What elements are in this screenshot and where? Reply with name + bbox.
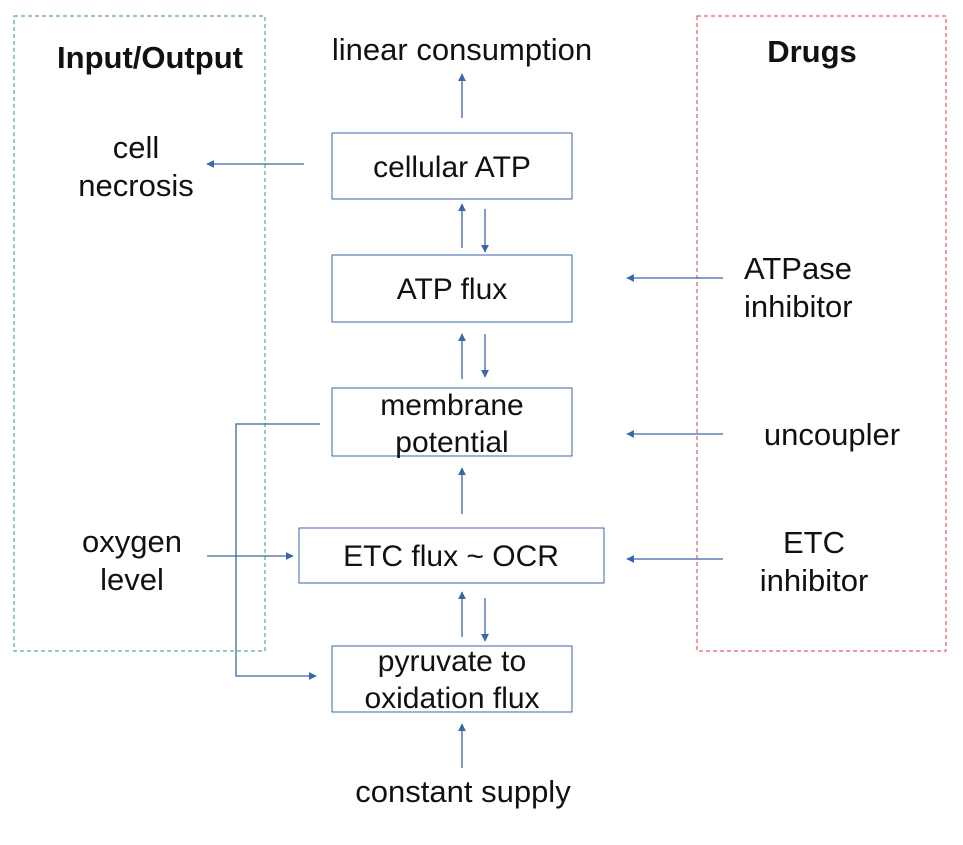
etc-flux-label: ETC flux ~ OCR <box>343 540 559 573</box>
oxygen-level-line2: level <box>100 562 164 597</box>
pyruvate-flux-line1: pyruvate to <box>378 645 526 678</box>
pyruvate-flux-box <box>331 645 573 713</box>
atp-flux-box <box>331 254 573 323</box>
membrane-potential-line2: potential <box>395 426 508 459</box>
cellular-atp-box <box>331 132 573 200</box>
arrow-membrane-to-pyruvate <box>235 423 320 680</box>
linear-consumption-label: linear consumption <box>332 32 592 67</box>
uncoupler-label: uncoupler <box>764 417 900 452</box>
atp-flux-label: ATP flux <box>397 273 508 306</box>
oxygen-level-line1: oxygen <box>82 524 182 559</box>
drugs-group-frame <box>696 15 947 652</box>
etc-flux-box <box>298 527 605 584</box>
cell-necrosis-line2: necrosis <box>78 168 193 203</box>
cell-necrosis-line1: cell <box>113 130 160 165</box>
membrane-potential-box <box>331 387 573 457</box>
input-output-title: Input/Output <box>57 40 243 75</box>
atpase-inhibitor-line2: inhibitor <box>744 289 853 324</box>
pyruvate-flux-line2: oxidation flux <box>364 682 539 715</box>
atpase-inhibitor-line1: ATPase <box>744 251 852 286</box>
input-output-group-frame <box>13 15 266 652</box>
etc-inhibitor-line1: ETC <box>783 525 845 560</box>
drugs-title: Drugs <box>767 34 857 69</box>
cellular-atp-label: cellular ATP <box>373 151 531 184</box>
etc-inhibitor-line2: inhibitor <box>760 563 869 598</box>
membrane-potential-line1: membrane <box>380 389 523 422</box>
constant-supply-label: constant supply <box>355 774 571 809</box>
